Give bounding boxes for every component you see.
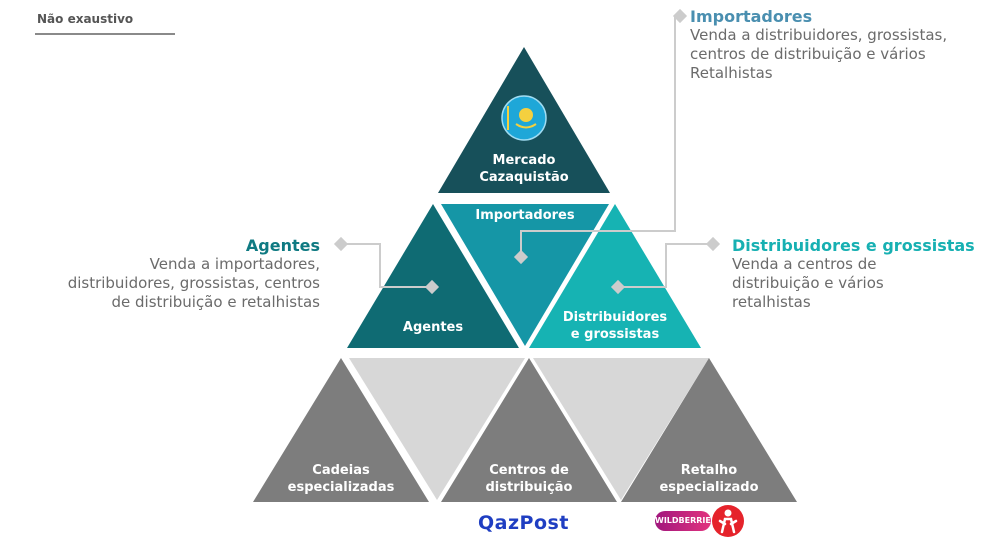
centers-label: Centros de distribuição xyxy=(464,462,594,496)
chains-triangle xyxy=(253,358,429,502)
importers-label: Importadores xyxy=(455,207,595,224)
importers-callout-line1: Venda a distribuidores, grossistas, xyxy=(690,26,948,44)
agents-callout-line2: distribuidores, grossistas, centros xyxy=(67,274,320,292)
importers-title-diamond xyxy=(672,8,688,24)
importers-callout-title: Importadores xyxy=(690,7,813,26)
kazakhstan-market-line2: Cazaquistão xyxy=(479,170,569,185)
centers-label-line1: Centros de xyxy=(489,463,569,478)
importers-callout-line2: centros de distribuição e vários xyxy=(690,45,926,63)
agents-callout: Agentes Venda a importadores, distribuid… xyxy=(0,236,320,312)
importers-callout: Importadores Venda a distribuidores, gro… xyxy=(690,7,1007,83)
kazakhstan-market-label: Mercado Cazaquistão xyxy=(464,152,584,186)
bottom-gap-right xyxy=(533,358,709,500)
distributors-title-diamond xyxy=(705,236,721,252)
agents-connector-diamond xyxy=(424,279,440,295)
bottom-gap-left xyxy=(349,358,525,500)
kazakhstan-market-line1: Mercado xyxy=(492,153,556,168)
non-exhaustive-badge: Não exaustivo xyxy=(35,9,175,35)
distributors-callout-line2: distribuição e vários xyxy=(732,274,884,292)
agents-label: Agentes xyxy=(383,319,483,336)
centers-triangle xyxy=(441,358,617,502)
agents-callout-line1: Venda a importadores, xyxy=(149,255,320,273)
distributors-callout-title: Distribuidores e grossistas xyxy=(732,236,975,255)
wildberries-logo: WILDBERRIES xyxy=(655,511,717,531)
distributors-callout-line1: Venda a centros de xyxy=(732,255,877,273)
kaspi-figure-icon xyxy=(718,509,738,534)
agents-callout-title: Agentes xyxy=(245,236,320,255)
retail-label-line2: especializado xyxy=(659,480,759,495)
agents-title-diamond xyxy=(333,236,349,252)
retail-label: Retalho especializado xyxy=(644,462,774,496)
agents-callout-line3: de distribuição e retalhistas xyxy=(111,293,321,311)
centers-label-line2: distribuição xyxy=(485,480,573,495)
distributors-triangle xyxy=(529,204,701,348)
agents-connector xyxy=(346,243,430,288)
agents-label-text: Agentes xyxy=(402,320,464,335)
kazakhstan-flag-icon xyxy=(501,95,547,141)
importers-label-text: Importadores xyxy=(475,208,575,223)
chains-label: Cadeias especializadas xyxy=(275,462,407,496)
distributors-callout: Distribuidores e grossistas Venda a cent… xyxy=(732,236,1007,312)
chains-label-line2: especializadas xyxy=(287,480,395,495)
importers-triangle xyxy=(441,204,609,346)
badge-label: Não exaustivo xyxy=(37,12,134,26)
distributors-label-line2: e grossistas xyxy=(570,327,660,342)
importers-callout-line3: Retalhistas xyxy=(690,64,773,82)
retail-triangle xyxy=(621,358,797,502)
kaspi-logo-icon xyxy=(712,505,744,537)
agents-triangle xyxy=(347,204,519,348)
distributors-connector xyxy=(620,243,708,288)
chains-label-line1: Cadeias xyxy=(312,463,370,478)
retail-label-line1: Retalho xyxy=(680,463,738,478)
distributors-connector-diamond xyxy=(610,279,626,295)
importers-connector-diamond xyxy=(513,249,529,265)
distributors-label-line1: Distribuidores xyxy=(562,310,668,325)
qazpost-logo: QazPost xyxy=(478,512,569,534)
distributors-callout-line3: retalhistas xyxy=(732,293,811,311)
distributors-label: Distribuidores e grossistas xyxy=(550,309,680,343)
